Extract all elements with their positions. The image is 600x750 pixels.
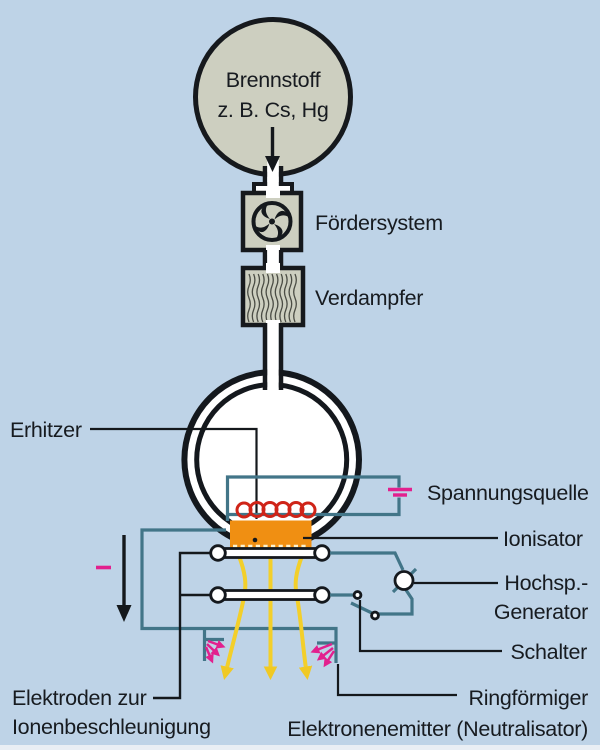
voltage-source-label: Spannungsquelle	[427, 481, 589, 505]
neutralizer-label-line1: Ringförmiger	[469, 686, 589, 710]
ionization-chamber	[181, 369, 363, 550]
fuel-flow-arrow	[265, 127, 280, 172]
ionizer-label: Ionisator	[503, 527, 583, 551]
heater-label: Erhitzer	[10, 418, 82, 442]
down-arrow-icon	[265, 156, 280, 172]
electrodes-label-line2: Ionenbeschleunigung	[12, 715, 211, 739]
down-arrow-icon	[116, 605, 132, 622]
fuel-tank: Brennstoff z. B. Cs, Hg	[193, 17, 353, 177]
fuel-label-line2: z. B. Cs, Hg	[217, 98, 328, 122]
feed-system-box	[240, 188, 304, 255]
thrust-arrow	[116, 535, 132, 622]
electrode-wires	[153, 551, 212, 700]
neutralizer-label-line2: Elektronenemitter (Neutralisator)	[287, 717, 588, 741]
feed-tube-bottom	[262, 322, 284, 394]
hv-generator-label-line2: Generator	[494, 600, 588, 624]
hv-generator-icon	[393, 570, 415, 591]
evaporator-box	[240, 263, 306, 330]
neutralizer-pointer-line	[336, 664, 457, 697]
bottom-border	[0, 745, 600, 750]
electrodes-label-line1: Elektroden zur	[12, 686, 147, 710]
hv-generator-label-line1: Hochsp.-	[504, 571, 588, 595]
hv-generator-circuit	[330, 551, 418, 616]
switch-pointer-line	[358, 600, 502, 653]
fuel-label-line1: Brennstoff	[226, 68, 321, 92]
electrode-rod-lower	[209, 586, 331, 604]
electron-arrows	[204, 639, 336, 668]
heater-pointer-dot	[252, 537, 258, 543]
heater-pointer-line	[90, 427, 258, 519]
neutralizer-supply-wire	[140, 528, 338, 663]
feed-system-label: Fördersystem	[315, 211, 443, 235]
battery-icon	[388, 487, 412, 497]
evaporator-label: Verdampfer	[315, 286, 423, 310]
switch-label: Schalter	[511, 640, 588, 664]
ionizer-block	[230, 520, 312, 549]
open-switch-icon	[330, 590, 380, 621]
fan-icon	[251, 201, 293, 242]
electrode-rod-upper	[209, 544, 331, 562]
neutralizer-ring	[202, 630, 336, 661]
heater-coil-icon	[235, 501, 317, 519]
